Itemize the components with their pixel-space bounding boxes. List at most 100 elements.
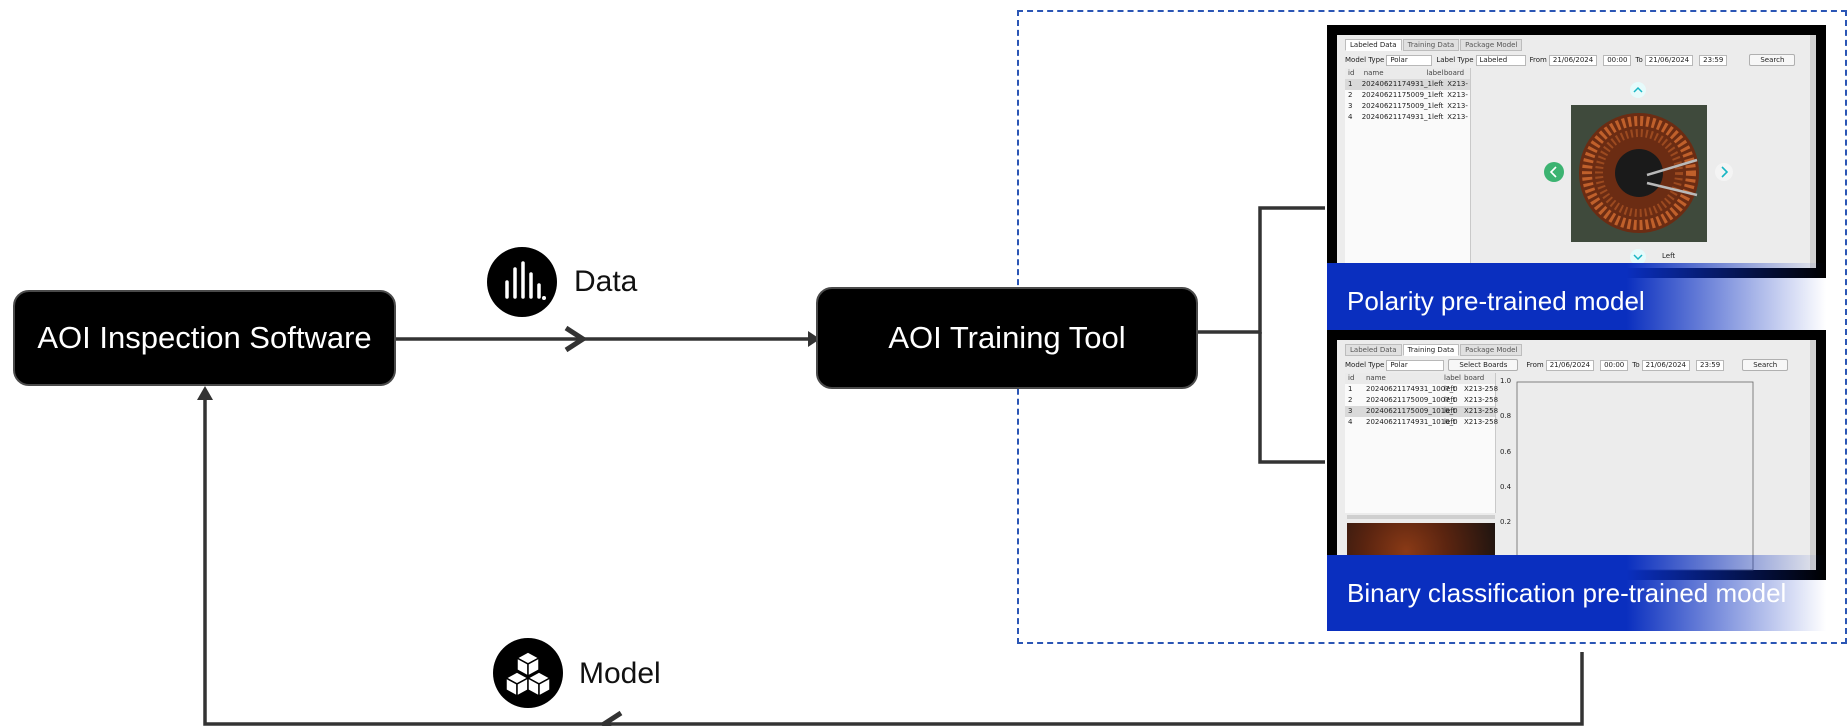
model-label: Model (579, 657, 661, 690)
cell-name: 20240621174931_1007_0 (1366, 385, 1458, 393)
search-button[interactable]: Search (1742, 359, 1789, 371)
table-row[interactable]: 3 20240621175009_1 left X213- (1345, 101, 1470, 112)
bracket-bottom (1258, 332, 1325, 464)
ytick-0.4: 0.4 (1500, 483, 1512, 491)
cell-board: X213- (1447, 91, 1468, 99)
cell-name: 20240621174931_1 (1361, 113, 1432, 121)
binary-toolbar: Model Type Polar Select Boards From 21/0… (1345, 359, 1806, 371)
from-time-field[interactable]: 00:00 (1600, 359, 1629, 371)
to-label: To (1635, 56, 1643, 64)
table-row[interactable]: 4 20240621174931_1 left X213- (1345, 112, 1470, 123)
image-viewer (1544, 82, 1733, 265)
tab-package-model[interactable]: Package Model (1460, 39, 1523, 51)
scrollbar[interactable] (1810, 340, 1816, 570)
cell-board: X213-258 (1464, 407, 1499, 415)
col-name: name (1363, 69, 1384, 77)
table-row[interactable]: 1 20240621174931_1 left X213- (1345, 79, 1470, 90)
model-type-label: Model Type (1345, 56, 1385, 64)
cell-board: X213-258 (1464, 396, 1499, 404)
polarity-model-panel: Labeled Data Training Data Package Model… (1327, 25, 1826, 339)
ytick-0.2: 0.2 (1500, 518, 1512, 526)
col-board: board (1464, 374, 1485, 382)
cubes-icon (493, 638, 563, 708)
ytick-0.8: 0.8 (1500, 412, 1512, 420)
data-arrowhead (808, 331, 820, 347)
image-caption: Left (1662, 252, 1676, 260)
binary-caption: Binary classification pre-trained model (1327, 555, 1826, 631)
from-time-field[interactable]: 00:00 (1603, 54, 1632, 66)
polarity-table: id name label board 1 20240621174931_1 l… (1345, 68, 1471, 268)
cell-name: 20240621175009_1 (1361, 102, 1432, 110)
cell-name: 20240621175009_1010_0 (1366, 407, 1458, 415)
binary-table: id name label board 1 20240621174931_100… (1345, 373, 1499, 513)
cell-id: 4 (1348, 113, 1353, 121)
cell-label: left (1444, 385, 1456, 393)
col-board: board (1443, 69, 1465, 77)
chevron-down-icon[interactable] (1630, 249, 1646, 265)
chevron-right-icon[interactable] (1715, 163, 1733, 181)
cell-label: left (1432, 113, 1444, 121)
chevron-left-icon[interactable] (1544, 162, 1564, 182)
tab-labeled-data[interactable]: Labeled Data (1345, 344, 1402, 356)
cell-id: 2 (1348, 91, 1353, 99)
bar-chart-icon (487, 247, 557, 317)
table-header: id name label board (1345, 373, 1495, 384)
ytick-1.0: 1.0 (1500, 377, 1512, 385)
from-label: From (1529, 56, 1547, 64)
to-date-field[interactable]: 21/06/2024 (1644, 54, 1694, 66)
cell-board: X213-258 (1464, 418, 1499, 426)
cell-board: X213- (1447, 102, 1468, 110)
model-type-select[interactable]: Polar (1386, 54, 1433, 66)
table-row[interactable]: 3 20240621175009_1010_0 left X213-258 (1345, 406, 1499, 417)
model-type-label: Model Type (1345, 361, 1385, 369)
col-id: id (1348, 69, 1355, 77)
bracket-top (1197, 206, 1325, 334)
tab-package-model[interactable]: Package Model (1460, 344, 1523, 356)
cell-label: left (1444, 396, 1456, 404)
aoi-inspection-software-node: AOI Inspection Software (13, 290, 396, 386)
polarity-tabs: Labeled Data Training Data Package Model (1345, 39, 1523, 51)
model-return-line (203, 396, 1584, 726)
cell-label: left (1432, 91, 1444, 99)
binary-tabs: Labeled Data Training Data Package Model (1345, 344, 1523, 356)
model-arrowhead (197, 386, 213, 400)
from-date-field[interactable]: 21/06/2024 (1545, 359, 1595, 371)
polarity-caption: Polarity pre-trained model (1327, 263, 1826, 339)
from-date-field[interactable]: 21/06/2024 (1548, 54, 1598, 66)
cell-id: 1 (1348, 80, 1353, 88)
horizontal-scrollbar[interactable] (1347, 515, 1495, 519)
scrollbar[interactable] (1810, 35, 1816, 268)
chevron-up-icon[interactable] (1630, 82, 1646, 98)
to-time-field[interactable]: 23:59 (1699, 54, 1728, 66)
cell-id: 2 (1348, 396, 1353, 404)
label-type-label: Label Type (1436, 56, 1474, 64)
binary-caption-text: Binary classification pre-trained model (1347, 578, 1787, 608)
cell-id: 3 (1348, 102, 1353, 110)
table-row[interactable]: 1 20240621174931_1007_0 left X213-258 (1345, 384, 1498, 395)
cell-board: X213- (1447, 80, 1468, 88)
to-time-field[interactable]: 23:59 (1696, 359, 1725, 371)
table-row[interactable]: 2 20240621175009_1 left X213- (1345, 90, 1470, 101)
to-date-field[interactable]: 21/06/2024 (1641, 359, 1690, 371)
tab-labeled-data[interactable]: Labeled Data (1345, 39, 1402, 51)
table-row[interactable]: 4 20240621174931_1010_0 left X213-258 (1345, 417, 1499, 428)
polarity-caption-text: Polarity pre-trained model (1347, 286, 1645, 316)
cell-label: left (1432, 102, 1444, 110)
aoi-training-tool-node: AOI Training Tool (816, 287, 1198, 389)
table-row[interactable]: 2 20240621175009_1007_0 left X213-258 (1345, 395, 1499, 406)
col-label: label (1426, 69, 1444, 77)
cell-label: left (1432, 80, 1444, 88)
to-label: To (1632, 361, 1640, 369)
tab-training-data[interactable]: Training Data (1402, 39, 1460, 51)
ytick-0.6: 0.6 (1500, 448, 1512, 456)
table-header: id name label board (1345, 68, 1470, 79)
col-name: name (1366, 374, 1386, 382)
model-type-select[interactable]: Polar (1386, 359, 1445, 371)
from-label: From (1526, 361, 1544, 369)
cell-id: 1 (1348, 385, 1353, 393)
search-button[interactable]: Search (1749, 54, 1796, 66)
label-type-select[interactable]: Labeled (1475, 54, 1526, 66)
select-boards-button[interactable]: Select Boards (1448, 359, 1519, 371)
tab-training-data[interactable]: Training Data (1402, 344, 1460, 356)
